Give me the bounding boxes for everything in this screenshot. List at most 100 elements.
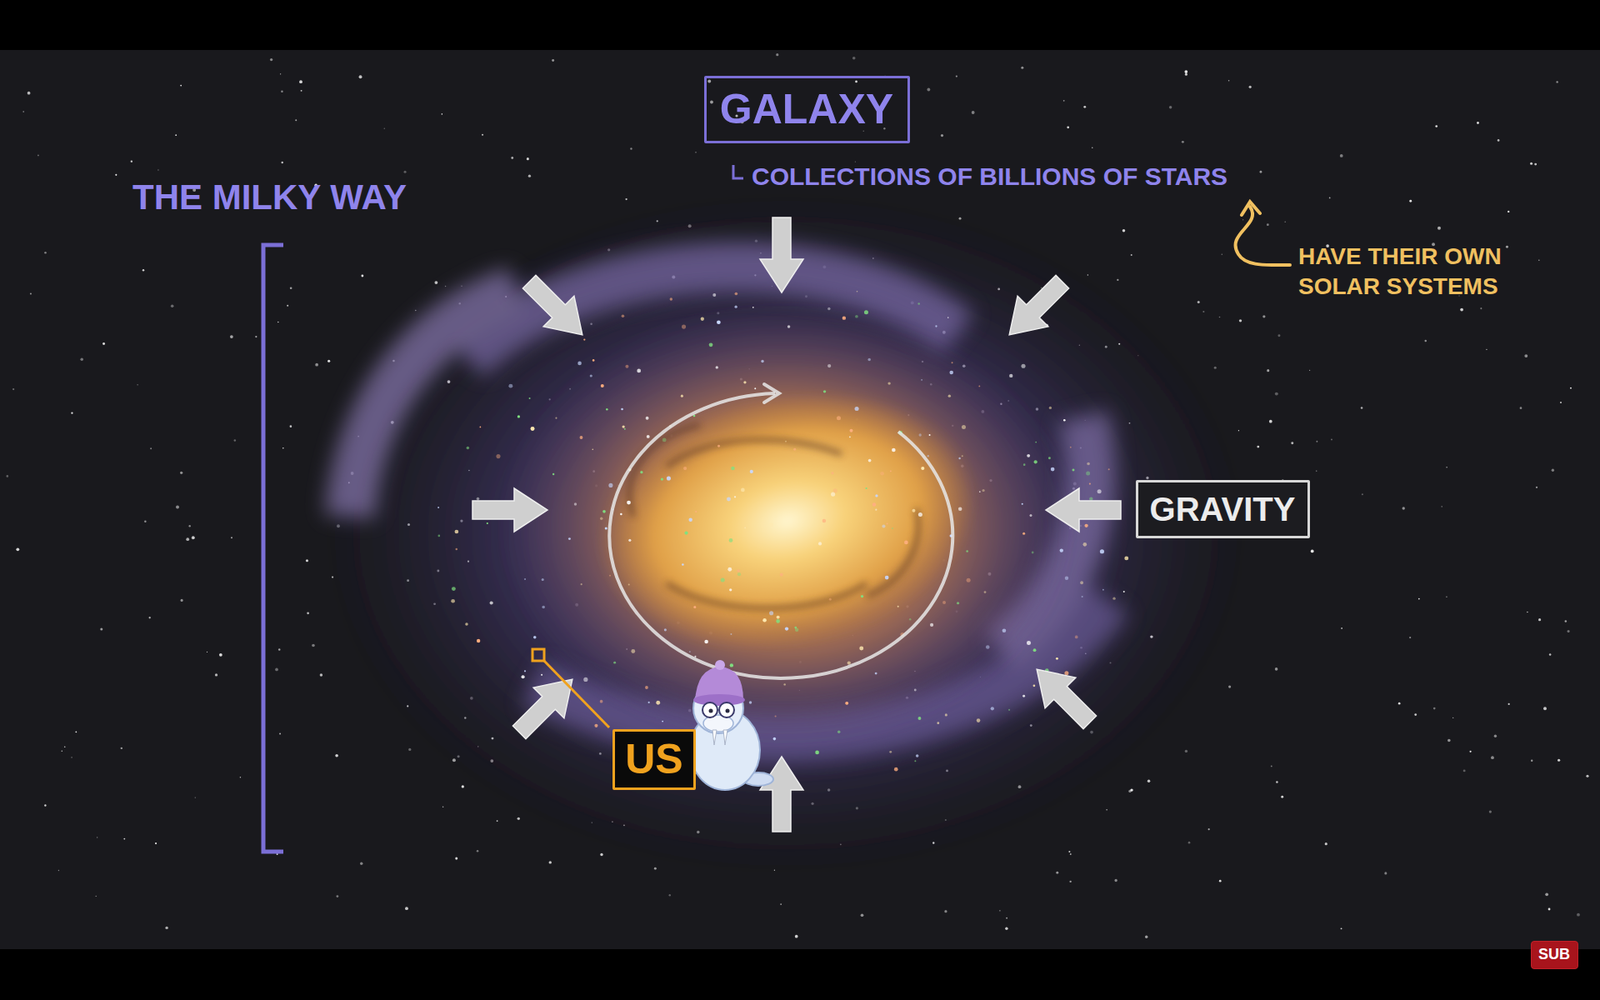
illustration-part — [541, 605, 545, 610]
illustration-part — [150, 447, 152, 450]
illustration-part — [311, 644, 315, 648]
illustration-part — [1087, 274, 1089, 275]
illustration-part — [1086, 462, 1090, 466]
illustration-part — [472, 488, 548, 532]
illustration-part — [702, 702, 718, 718]
illustration-part — [842, 315, 846, 320]
illustration-part — [1029, 514, 1032, 517]
illustration-part — [1181, 140, 1185, 144]
illustration-part — [760, 360, 764, 363]
illustration-part — [865, 487, 868, 490]
illustration-part — [719, 702, 735, 718]
illustration-part — [1440, 505, 1443, 508]
illustration-part — [1022, 695, 1025, 698]
illustration-part — [729, 538, 734, 543]
illustration-part — [1384, 871, 1387, 875]
illustration-part — [780, 573, 784, 577]
illustration-part — [1097, 489, 1102, 494]
illustration-part — [405, 906, 409, 910]
illustration-part — [206, 651, 208, 653]
illustration-part — [776, 615, 780, 620]
illustration-part — [1409, 200, 1412, 203]
illustration-part — [481, 134, 484, 136]
illustration-part — [510, 156, 514, 160]
illustration-part — [620, 408, 624, 411]
illustration-part — [290, 425, 293, 428]
illustration-part — [760, 756, 804, 832]
illustration-part — [1123, 590, 1125, 593]
illustration-part — [720, 578, 725, 583]
illustration-part — [1064, 670, 1069, 675]
illustration-part — [886, 523, 889, 525]
illustration-part — [669, 894, 671, 896]
illustration-part — [434, 280, 438, 285]
illustration-part — [230, 335, 234, 339]
illustration-part — [636, 369, 641, 374]
illustration-part — [1266, 369, 1270, 372]
illustration-part — [1033, 648, 1037, 652]
illustration-part — [360, 275, 364, 278]
illustration-part — [976, 718, 981, 723]
illustration-part — [524, 670, 526, 672]
illustration-part — [1228, 80, 1230, 82]
illustration-part — [645, 685, 649, 690]
illustration-part — [306, 611, 310, 615]
illustration-part — [1435, 125, 1438, 128]
illustration-part — [855, 160, 856, 162]
illustration-part — [1360, 406, 1364, 410]
illustration-part — [609, 393, 953, 679]
illustration-part — [549, 860, 552, 864]
illustration-part — [662, 437, 667, 442]
illustration-part — [920, 379, 923, 381]
illustration-part — [818, 541, 822, 545]
illustration-part — [730, 466, 735, 471]
illustration-part — [1100, 549, 1105, 554]
illustration-part — [583, 338, 585, 340]
illustration-part — [723, 730, 728, 745]
illustration-part — [670, 297, 673, 300]
illustration-part — [286, 305, 289, 307]
illustration-part — [1066, 125, 1070, 129]
illustration-part — [1022, 532, 1025, 535]
illustration-part — [299, 80, 303, 84]
illustration-part — [1055, 871, 1059, 875]
illustration-part — [1330, 439, 1333, 441]
illustration-part — [280, 73, 281, 75]
illustration-part — [441, 113, 444, 115]
illustration-part — [709, 709, 714, 714]
illustration-part — [517, 415, 520, 418]
illustration-part — [605, 526, 608, 530]
illustration-part — [1083, 105, 1086, 109]
illustration-part — [740, 488, 745, 493]
illustration-part — [932, 841, 935, 844]
illustration-part — [543, 660, 610, 728]
illustration-part — [1055, 657, 1059, 660]
illustration-part — [521, 675, 525, 679]
illustration-part — [1340, 927, 1343, 930]
illustration-part — [1476, 121, 1480, 125]
illustration-part — [305, 559, 309, 562]
illustration-part — [255, 335, 257, 338]
illustration-part — [1060, 548, 1064, 552]
illustration-part — [735, 292, 739, 296]
illustration-part — [442, 805, 445, 808]
illustration-part — [445, 285, 446, 287]
illustration-part — [829, 598, 832, 601]
illustration-part — [504, 664, 588, 748]
illustration-part — [1275, 667, 1279, 671]
illustration-part — [130, 160, 133, 162]
box-text: GRAVITY — [1150, 490, 1296, 528]
illustration-part — [981, 489, 985, 492]
illustration-part — [574, 502, 577, 505]
illustration-part — [856, 290, 859, 293]
illustration-part — [961, 425, 966, 430]
illustration-part — [1081, 595, 1084, 598]
illustration-part — [827, 364, 831, 368]
illustration-part — [752, 306, 755, 309]
illustration-part — [514, 266, 598, 350]
illustration-part — [496, 820, 499, 822]
illustration-part — [1050, 467, 1055, 472]
illustration-part — [860, 595, 864, 598]
illustration-part — [335, 208, 1236, 859]
